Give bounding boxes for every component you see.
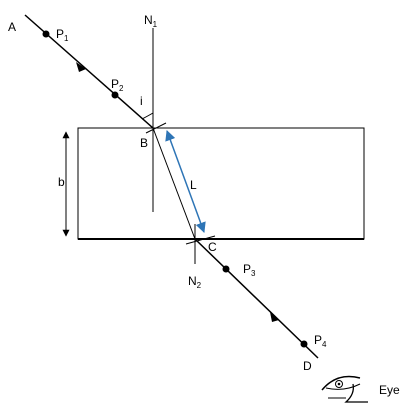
incident-direction-arrow: [76, 62, 86, 72]
pin-p3-dot: [222, 265, 230, 273]
eye-icon: [321, 375, 368, 403]
pin-p4-dot: [300, 340, 308, 348]
label-p2: P2: [111, 77, 124, 93]
label-p1: P1: [56, 27, 69, 43]
label-n1: N1: [144, 13, 158, 29]
pin-p1-dot: [42, 30, 50, 38]
label-p3: P3: [243, 262, 256, 278]
label-p4: P4: [314, 333, 327, 349]
label-b: B: [140, 136, 148, 150]
emergent-ray: [194, 238, 319, 359]
label-d: D: [303, 359, 312, 373]
label-eye: Eye: [379, 383, 400, 397]
label-n2: N2: [188, 274, 202, 290]
length-l-arrow: [165, 130, 206, 233]
refracted-ray: [152, 127, 196, 240]
pin-p2-dot: [111, 91, 119, 99]
glass-slab: [77, 127, 365, 240]
label-length-l: L: [190, 178, 197, 192]
label-angle-i: i: [140, 94, 143, 108]
tick-mark-c: [185, 235, 216, 245]
tick-mark-b: [145, 122, 167, 134]
label-a: A: [8, 20, 16, 34]
angle-i-arc: [141, 112, 154, 120]
emergent-direction-arrow: [270, 312, 279, 322]
label-c: C: [208, 240, 217, 254]
label-thickness-b: b: [58, 175, 65, 189]
